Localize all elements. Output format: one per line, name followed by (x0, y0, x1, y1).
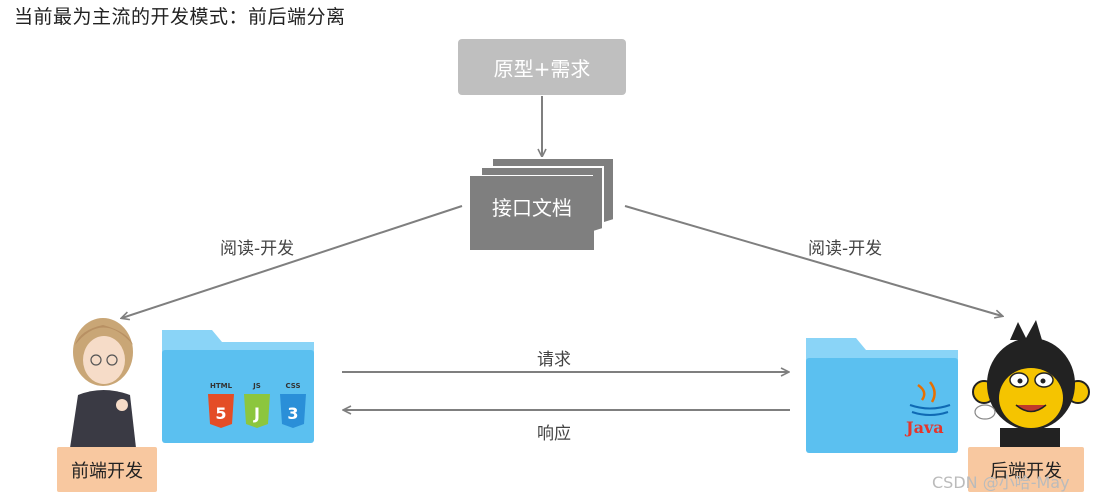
svg-text:J: J (253, 404, 260, 423)
arrow-doc-to-backend (624, 205, 1002, 316)
response-label: 响应 (537, 424, 571, 444)
page-title: 当前最为主流的开发模式：前后端分离 (14, 6, 346, 28)
html-label: HTML (209, 382, 233, 390)
frontend-folder-icon: 5 J 3 (162, 330, 314, 443)
css-label: CSS (285, 382, 301, 390)
js-label: JS (253, 382, 261, 390)
request-label: 请求 (537, 350, 571, 370)
java-label: Java (906, 418, 944, 437)
api-document-label: 接口文档 (470, 176, 594, 250)
backend-folder-icon (806, 338, 958, 453)
backend-dev-box: 后端开发 (968, 447, 1084, 492)
svg-text:5: 5 (215, 404, 226, 423)
watermark: CSDN @小哈-May (932, 473, 1070, 492)
read-dev-left-label: 阅读-开发 (220, 239, 295, 259)
svg-text:3: 3 (287, 404, 298, 423)
html5-icon: 5 (208, 394, 234, 428)
frontend-dev-box: 前端开发 (57, 447, 157, 492)
read-dev-right-label: 阅读-开发 (808, 239, 883, 259)
arrow-doc-to-frontend (122, 205, 463, 318)
frontend-developer-avatar (70, 318, 136, 448)
css3-icon: 3 (280, 394, 306, 428)
java-icon (909, 381, 951, 416)
backend-developer-avatar (972, 320, 1090, 448)
requirements-box: 原型+需求 (458, 39, 626, 95)
js-icon: J (244, 394, 270, 428)
